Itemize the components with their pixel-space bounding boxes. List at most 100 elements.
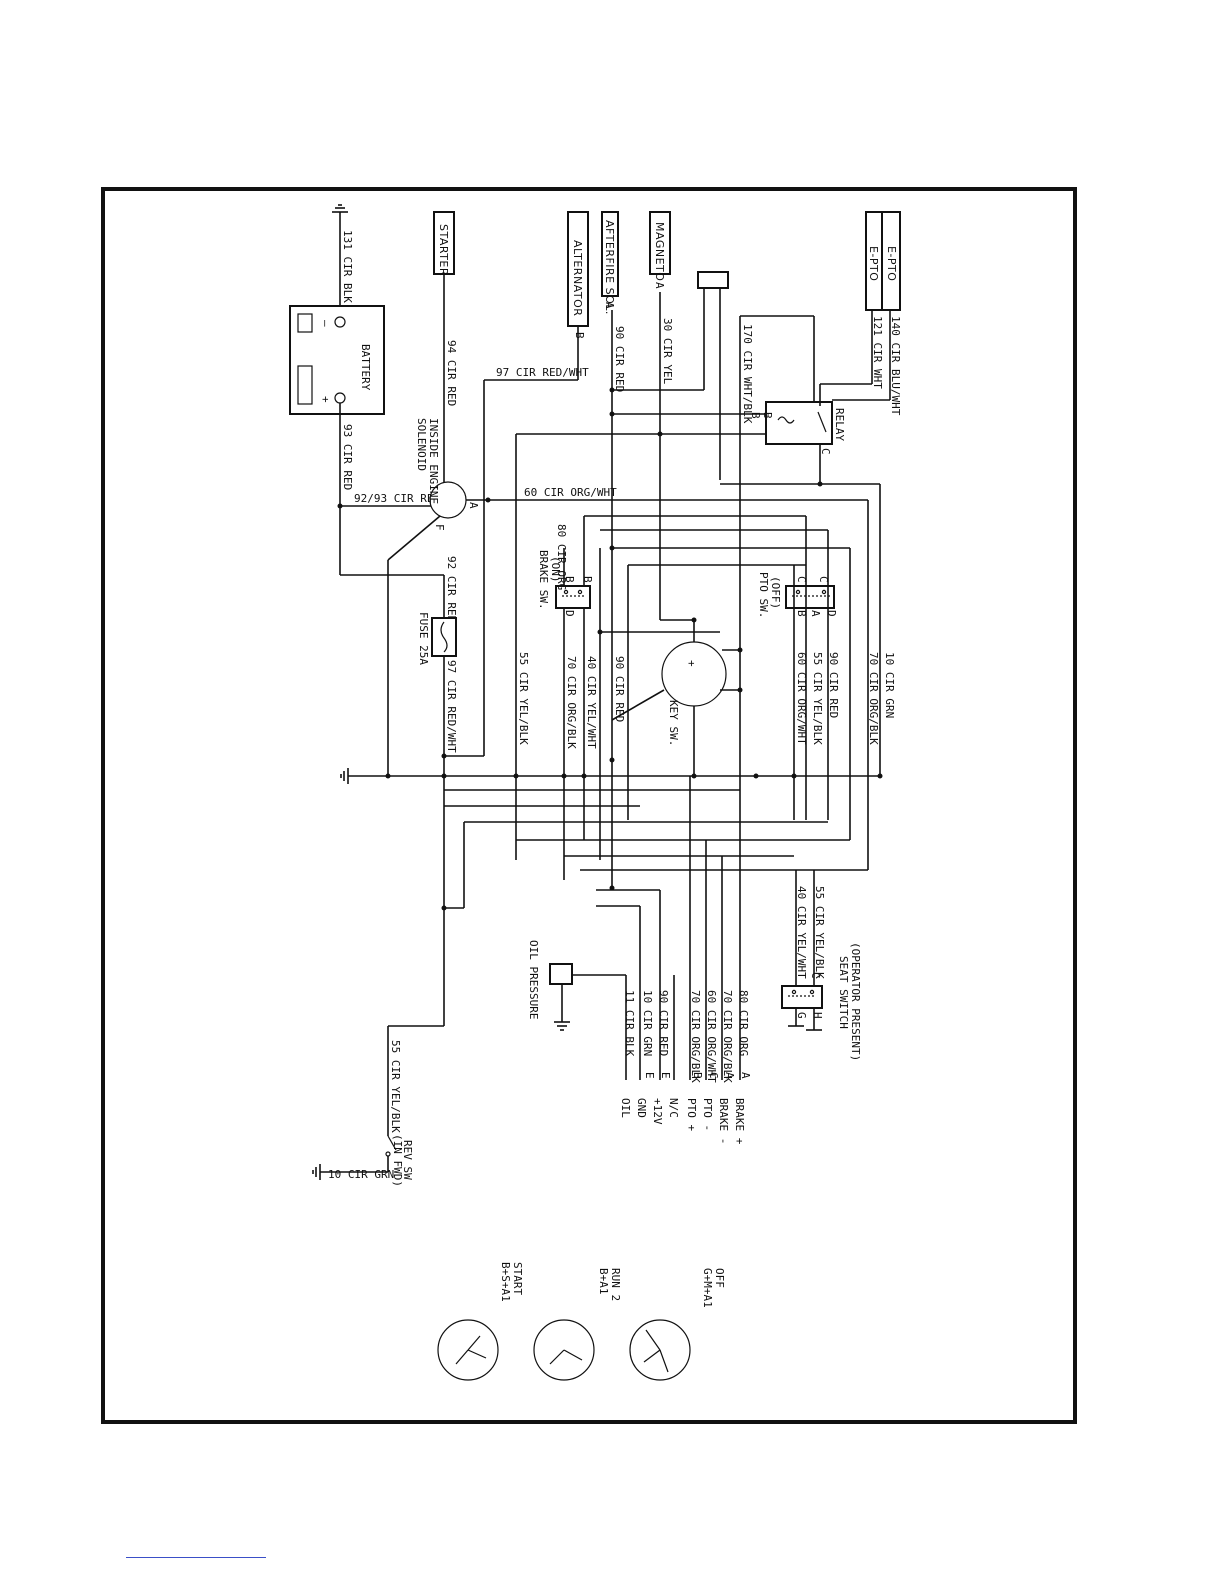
relay: [765, 401, 833, 445]
relay-pin-c: C: [819, 448, 832, 455]
pto-sw-label: PTO SW.: [757, 572, 770, 618]
e-pto-label-2: E-PTO: [885, 246, 898, 281]
key-pos-run-combo: B+A1: [597, 1268, 610, 1295]
brake-sw-state: (ON): [549, 556, 562, 583]
brake-pin-d: D: [563, 610, 576, 617]
battery-positive-terminal: [334, 392, 346, 404]
conn-func-2: PTO -: [701, 1098, 714, 1131]
conn-func-5: +12V: [651, 1098, 664, 1125]
battery-negative-terminal: [334, 316, 346, 328]
conn-func-4: N/C: [667, 1098, 680, 1118]
key-sw-plus: +: [685, 660, 698, 667]
conn-pin-3: B: [691, 1072, 704, 1079]
conn-pin-4: E: [659, 1072, 672, 1079]
brake-pin-b1: B: [563, 576, 576, 583]
key-position-start: START B+S+A1: [437, 1262, 524, 1381]
conn-func-6: GND: [635, 1098, 648, 1118]
relay-label: RELAY: [833, 408, 846, 441]
pto-sw-state: (OFF): [769, 576, 782, 609]
wire-9293-label: 92/93 CIR RED: [354, 492, 440, 505]
conn-func-7: OIL: [619, 1098, 632, 1118]
pto-pin-c2: C: [817, 576, 830, 583]
key-pos-off-name: OFF: [713, 1268, 726, 1288]
wire-70a-label: 70 CIR ORG/BLK: [565, 656, 578, 749]
solenoid-pin-f: F: [433, 524, 446, 531]
conn-func-1: BRAKE -: [717, 1098, 730, 1144]
ground-symbol-main: [340, 768, 349, 784]
conn-pin-2: C: [707, 1072, 720, 1079]
wire-97b-label: 97 CIR RED/WHT: [445, 660, 458, 753]
key-sw-label: KEY SW.: [667, 700, 680, 746]
seat-switch-state: (OPERATOR PRESENT): [849, 942, 862, 1061]
ground-symbol-rev: [312, 1164, 321, 1180]
wire-97a-label: 97 CIR RED/WHT: [496, 366, 589, 379]
solenoid-sub-label: INSIDE ENGINE: [427, 418, 440, 504]
magneto-label: MAGNETO: [653, 222, 666, 281]
wire-55d-label: 55 CIR YEL/BLK: [389, 1040, 402, 1133]
rev-sw-state: (IN FWD): [391, 1134, 404, 1187]
wire-55a-label: 55 CIR YEL/BLK: [517, 652, 530, 745]
oil-pressure-label: OIL PRESSURE: [527, 940, 540, 1019]
key-pos-start-combo: B+S+A1: [499, 1262, 512, 1302]
brake-sw-label: BRAKE SW.: [537, 550, 550, 610]
wire-40a-label: 40 CIR YEL/WHT: [585, 656, 598, 749]
alternator-label: ALTERNATOR: [571, 240, 584, 316]
key-pos-run-name: RUN 2: [609, 1268, 622, 1301]
seat-switch: [781, 985, 823, 1009]
e-pto-label-1: E-PTO: [867, 246, 880, 281]
wire-90a-label: 90 CIR RED: [613, 326, 626, 392]
rev-sw-label: REV SW: [401, 1140, 414, 1180]
wire-60b-label: 60 CIR ORG/WHT: [795, 652, 808, 745]
relay-pin-b1: B: [749, 412, 762, 419]
conn-func-0: BRAKE +: [733, 1098, 746, 1145]
wire-90c-label: 90 CIR RED: [827, 652, 840, 718]
wire-80-label: 80 CIR ORG: [555, 524, 568, 590]
footer-link-underline: [126, 1557, 266, 1558]
relay-pin-b2: B: [761, 412, 774, 419]
conn-wire-3: 70 CIR ORG/BLK: [689, 990, 702, 1083]
magneto-pin-a: A: [653, 282, 666, 289]
seat-pin-h: H: [811, 1012, 824, 1019]
pto-pin-d: D: [825, 610, 838, 617]
wire-90b-label: 90 CIR RED: [613, 656, 626, 722]
conn-pin-5: E: [643, 1072, 656, 1079]
afterfire-pin-a: A: [603, 302, 616, 309]
key-position-run: RUN 2 B+A1: [533, 1268, 622, 1381]
conn-wire-2: 60 CIR ORG/WHT: [705, 990, 718, 1083]
e-pto-connector-2: [881, 211, 901, 311]
wire-30-label: 30 CIR YEL: [661, 318, 674, 385]
wire-40b-label: 40 CIR YEL/WHT: [795, 886, 808, 979]
conn-wire-5: 10 CIR GRN: [641, 990, 654, 1056]
key-switch: [661, 641, 727, 707]
wire-10b-label: 10 CIR GRN: [328, 1168, 394, 1181]
wire-170-label: 170 CIR WHT/BLK: [741, 324, 754, 424]
conn-func-3: PTO +: [685, 1098, 698, 1131]
wire-140-label: 140 CIR BLU/WHT: [889, 316, 902, 416]
pto-pin-b: B: [795, 610, 808, 617]
key-pos-start-name: START: [511, 1262, 524, 1295]
afterfire-solenoid: [601, 211, 619, 297]
wire-94-label: 94 CIR RED: [445, 340, 458, 406]
conn-wire-1: 70 CIR ORG/BLK: [721, 990, 734, 1083]
brake-pin-b2: B: [581, 576, 594, 583]
conn-pin-1: A: [723, 1072, 736, 1079]
afterfire-label: AFTERFIRE SOL.: [603, 220, 616, 315]
wire-131-label: 131 CIR BLK: [341, 230, 354, 303]
seat-pin-g: G: [795, 1012, 808, 1019]
starter-label: STARTER: [437, 224, 450, 276]
alternator-pin-b: B: [573, 332, 586, 339]
solenoid-pin-a: A: [467, 502, 480, 509]
battery-label: BATTERY: [359, 344, 372, 391]
key-pos-off-combo: G+M+A1: [701, 1268, 714, 1308]
junction-dots: [385, 387, 883, 911]
diagram-frame: [101, 187, 1077, 1424]
battery-pos-sign: +: [319, 396, 332, 403]
pto-pin-a: A: [809, 610, 822, 617]
wire-92-label: 92 CIR RED: [445, 556, 458, 622]
wire-93-label: 93 CIR RED: [341, 424, 354, 490]
wire-60-label: 60 CIR ORG/WHT: [524, 486, 617, 499]
ground-symbol-battery: [332, 204, 348, 213]
solenoid-label: SOLENOID: [415, 418, 428, 471]
wire-55c-label: 55 CIR YEL/BLK: [813, 886, 826, 979]
